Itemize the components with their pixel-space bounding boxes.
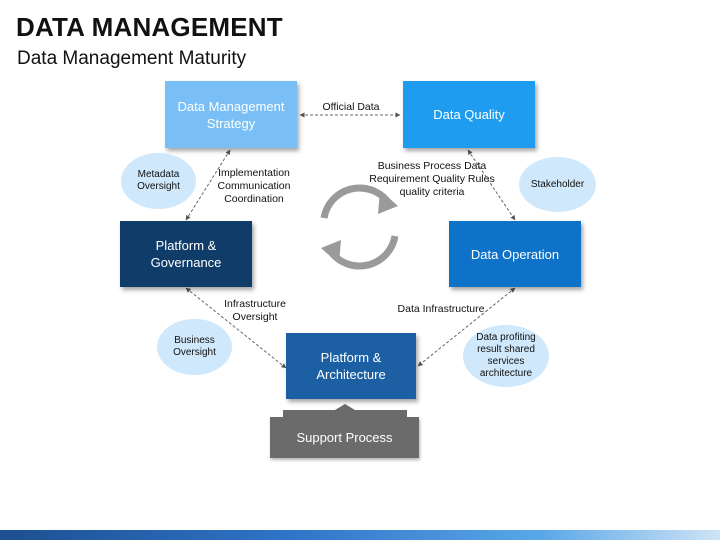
page-subtitle: Data Management Maturity [17, 48, 247, 69]
node-governance[interactable]: Platform & Governance [120, 221, 252, 287]
bottom-accent-bar [0, 530, 720, 540]
ellipse-stakeholder: Stakeholder [519, 157, 596, 212]
node-strategy[interactable]: Data Management Strategy [165, 81, 297, 148]
connector-governance-architecture [185, 287, 287, 369]
connector-quality-operation [467, 149, 516, 221]
ellipse-business-oversight: Business Oversight [157, 319, 232, 375]
label-official-data: Official Data [322, 101, 380, 113]
support-process-box[interactable]: Support Process [270, 417, 419, 458]
node-architecture[interactable]: Platform & Architecture [286, 333, 416, 399]
label-data-infrastructure: Data Infrastructure [397, 303, 485, 315]
page-title: DATA MANAGEMENT [16, 12, 283, 42]
connector-strategy-governance [185, 149, 231, 221]
cycle-arrows-icon [320, 184, 399, 270]
label-infrastructure-oversight: Infrastructure Oversight [224, 298, 286, 323]
support-pointer [283, 404, 407, 418]
connector-operation-architecture [417, 287, 516, 367]
node-operation[interactable]: Data Operation [449, 221, 581, 287]
node-quality[interactable]: Data Quality [403, 81, 535, 148]
label-implementation: Implementation Communication Coordinatio… [217, 167, 291, 205]
ellipse-data-profiling: Data profiting result shared services ar… [463, 325, 549, 387]
label-business-process: Business Process Data Requirement Qualit… [369, 160, 495, 198]
ellipse-metadata-oversight: Metadata Oversight [121, 153, 196, 209]
